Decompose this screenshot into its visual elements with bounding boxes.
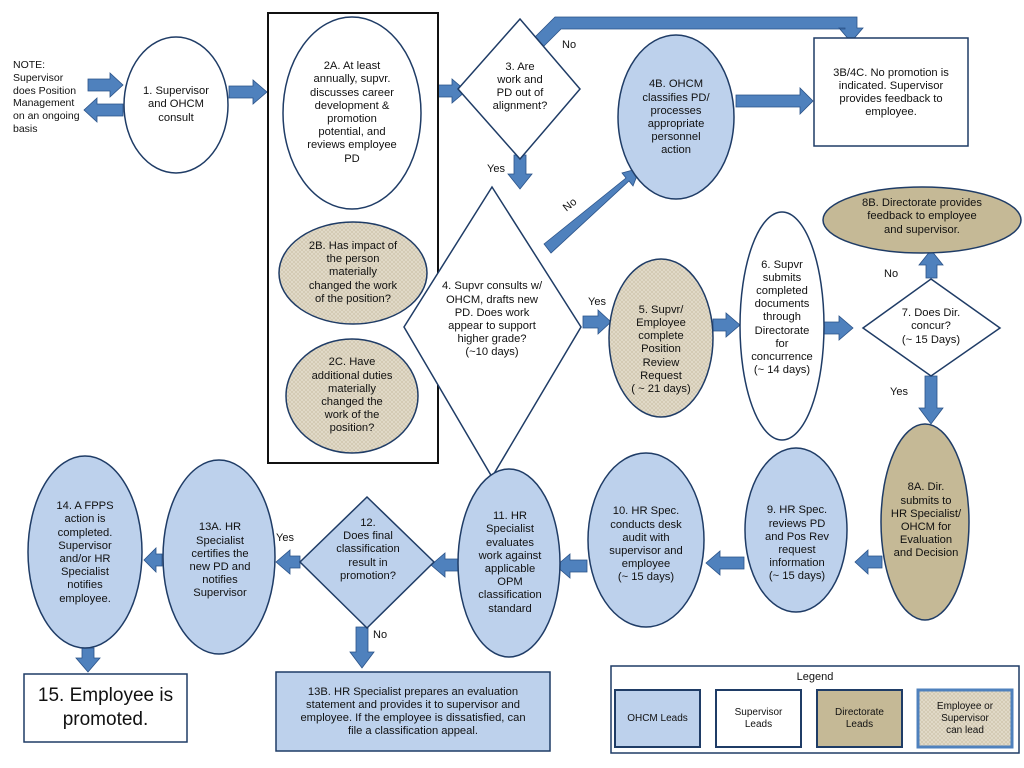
step8b-shape [822,186,1022,254]
step11-label: 11. HR Specialist evaluates work against… [478,510,542,615]
flow-arrows [75,16,944,673]
step8a-shape [880,423,970,621]
step9-label: 9. HR Spec. reviews PD and Pos Rev reque… [764,504,830,583]
legend-directorate-label: Directorate Leads [835,706,884,730]
step15-label: 15. Employee is promoted. [37,685,174,730]
step10-label: 10. HR Spec. conducts desk audit with su… [609,505,683,584]
arrow-step1-to-note [83,97,124,123]
step1-label: 1. Supervisor and OHCM consult [143,85,209,124]
step4-label: 4. Supvr consults w/ OHCM, drafts new PD… [441,280,543,359]
step2b-label: 2B. Has impact of the person materially … [308,239,398,305]
step3b4c-box [813,37,969,147]
arrow-box-to-step3 [437,78,467,104]
legend-directorate-swatch [816,689,903,748]
step13a-shape [162,459,276,655]
step2c-label: 2C. Have additional duties materially ch… [311,356,393,435]
arrow-step14-to-step15 [75,647,101,673]
arrow-step9-to-step10 [705,550,745,576]
arrow-step7-yes-to-8a [918,375,944,425]
legend-panel [610,665,1020,754]
step11-shape [457,468,561,658]
arrow-step4-no-to-4b [543,167,641,254]
step2c-shape [285,338,419,454]
step13b-label: 13B. HR Specialist prepares an evaluatio… [300,685,526,738]
step7-no-label: No [884,268,899,280]
step15-box [23,673,188,743]
arrow-step6-to-step7 [821,315,854,341]
step4b-label: 4B. OHCM classifies PD/ processes approp… [642,78,710,157]
step12-diamond [298,495,436,630]
step13b-box [275,671,551,752]
arrow-13a-to-step14 [143,547,163,573]
step2a-shape [282,16,422,210]
step2a-label: 2A. At least annually, supvr. discusses … [307,60,397,165]
step3b4c-label: 3B/4C. No promotion is indicated. Superv… [833,66,949,119]
step7-diamond [861,278,1002,377]
step1-shape [123,36,229,174]
arrow-step11-to-step12 [430,552,461,578]
step5-label: 5. Supvr/ Employee complete Position Rev… [631,303,691,396]
legend-employee-swatch [916,688,1014,749]
step8a-label: 8A. Dir. submits to HR Specialist/ OHCM … [890,481,962,560]
note-text: NOTE: Supervisor does Position Managemen… [13,59,80,135]
step14-shape [27,455,143,649]
legend-title: Legend [796,671,834,683]
step7-yes-label: Yes [890,386,908,398]
arrow-step12-no-to-13b [349,626,375,669]
step12-label: 12. Does final classification result in … [336,516,400,582]
arrow-step12-yes-to-13a [275,549,301,575]
step3-yes-label: Yes [487,163,505,175]
arrow-step3-no-to-3b4c [534,16,864,50]
step9-shape [744,447,848,613]
arrow-step10-to-step11 [555,553,588,579]
step3-no-label: No [562,39,577,51]
step14-label: 14. A FPPS action is completed. Supervis… [56,500,114,605]
step12-yes-label: Yes [276,532,294,544]
step6-label: 6. Supvr submits completed documents thr… [751,258,813,377]
legend-ohcm-label: OHCM Leads [627,712,688,724]
step3-diamond [456,17,581,161]
step5-shape [608,258,714,418]
arrow-step3-yes-to-step4 [507,154,533,190]
arrow-note-to-step1 [87,72,124,98]
arrow-step5-to-step6 [712,312,741,338]
step10-shape [587,452,705,628]
arrow-8a-to-step9 [854,549,883,575]
arrow-4b-to-3b4c [735,87,814,115]
step3-label: 3. Are work and PD out of alignment? [492,60,548,113]
step13a-label: 13A. HR Specialist certifies the new PD … [189,521,251,600]
arrow-step4-yes-to-step5 [582,309,612,335]
step4-yes-label: Yes [588,296,606,308]
step6-shape [739,211,825,441]
arrow-step7-no-to-8b [918,249,944,279]
step2b-shape [278,221,428,325]
arrow-step1-to-box [228,79,268,105]
legend-supervisor-label: Supervisor Leads [734,706,783,730]
step8b-label: 8B. Directorate provides feedback to emp… [861,197,982,236]
legend-supervisor-swatch [715,689,802,748]
legend-ohcm-swatch [614,689,701,748]
step12-no-label: No [373,629,388,641]
legend-employee-label: Employee or Supervisor can lead [936,700,994,736]
step4b-shape [617,34,735,200]
step7-label: 7. Does Dir. concur? (~ 15 Days) [901,307,961,346]
